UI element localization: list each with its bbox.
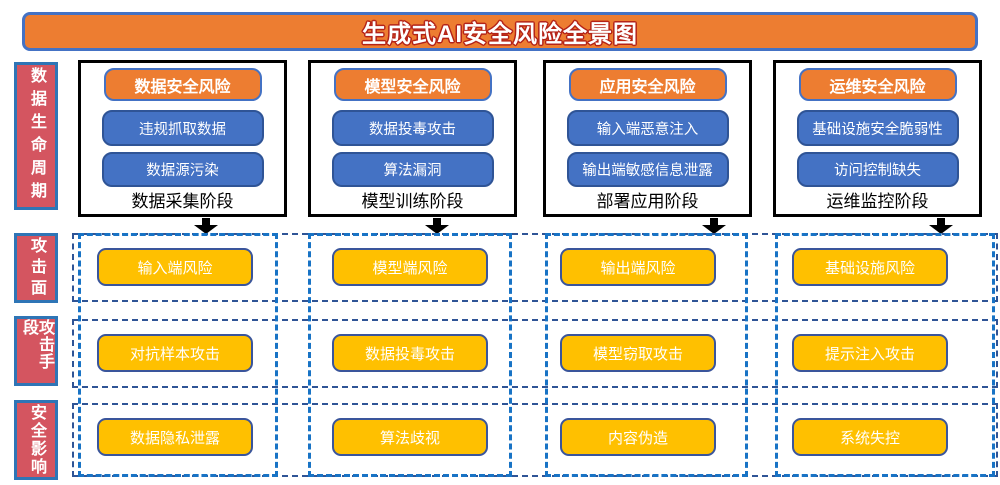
row-label-text: 数据生命周期	[28, 67, 45, 205]
row-label-text: 安全影响	[28, 404, 45, 476]
attack-surface-box: 模型端风险	[332, 248, 488, 286]
card-operations: 运维安全风险 基础设施安全脆弱性 访问控制缺失 运维监控阶段	[773, 60, 982, 217]
row-label-attack-methods: 攻击手段	[14, 316, 58, 386]
grid-row-outline-security-impact	[72, 403, 998, 477]
attack-method-box: 模型窃取攻击	[560, 334, 716, 372]
risk-title: 模型安全风险	[333, 68, 492, 102]
risk-title: 应用安全风险	[568, 68, 727, 102]
title-banner: 生成式AI安全风险全景图	[22, 12, 978, 51]
attack-surface-box: 输出端风险	[560, 248, 716, 286]
row-label-data-lifecycle: 数据生命周期	[14, 62, 58, 210]
card-model-training: 模型安全风险 数据投毒攻击 算法漏洞 模型训练阶段	[308, 60, 517, 217]
attack-method-box: 对抗样本攻击	[97, 334, 253, 372]
security-impact-box: 内容伪造	[560, 418, 716, 456]
risk-item: 算法漏洞	[331, 151, 494, 187]
grid-col-outline-4	[775, 233, 995, 477]
grid-row-outline-attack-surface	[72, 233, 998, 302]
security-impact-box: 系统失控	[792, 418, 948, 456]
page-title: 生成式AI安全风险全景图	[362, 21, 638, 48]
grid-col-outline-2	[308, 233, 512, 477]
stage-label: 数据采集阶段	[131, 192, 234, 211]
attack-surface-box: 输入端风险	[97, 248, 253, 286]
risk-item: 输入端恶意注入	[566, 110, 729, 146]
risk-item: 数据源污染	[101, 151, 264, 187]
risk-title: 运维安全风险	[798, 68, 957, 102]
stage-label: 运维监控阶段	[826, 192, 929, 211]
stage-label: 模型训练阶段	[361, 192, 464, 211]
row-label-text: 攻击面	[28, 236, 45, 300]
risk-item: 输出端敏感信息泄露	[566, 151, 729, 187]
grid-row-outline-attack-methods	[72, 319, 998, 388]
risk-item: 访问控制缺失	[796, 151, 959, 187]
risk-item: 数据投毒攻击	[331, 110, 494, 146]
risk-item: 基础设施安全脆弱性	[796, 110, 959, 146]
down-arrow-icon	[194, 218, 218, 234]
down-arrow-icon	[702, 218, 726, 234]
risk-title: 数据安全风险	[103, 68, 262, 102]
stage-label: 部署应用阶段	[596, 192, 699, 211]
security-impact-box: 数据隐私泄露	[97, 418, 253, 456]
card-deployment: 应用安全风险 输入端恶意注入 输出端敏感信息泄露 部署应用阶段	[543, 60, 752, 217]
grid-col-outline-3	[545, 233, 748, 477]
down-arrow-icon	[929, 218, 953, 234]
row-label-security-impact: 安全影响	[14, 400, 58, 480]
attack-method-box: 提示注入攻击	[792, 334, 948, 372]
card-data-collection: 数据安全风险 违规抓取数据 数据源污染 数据采集阶段	[78, 60, 287, 217]
attack-method-box: 数据投毒攻击	[332, 334, 488, 372]
security-impact-box: 算法歧视	[332, 418, 488, 456]
row-label-attack-surface: 攻击面	[14, 233, 58, 303]
attack-surface-box: 基础设施风险	[792, 248, 948, 286]
grid-col-outline-1	[78, 233, 278, 477]
risk-item: 违规抓取数据	[101, 110, 264, 146]
row-label-text: 攻击手段	[20, 319, 53, 370]
down-arrow-icon	[425, 218, 449, 234]
